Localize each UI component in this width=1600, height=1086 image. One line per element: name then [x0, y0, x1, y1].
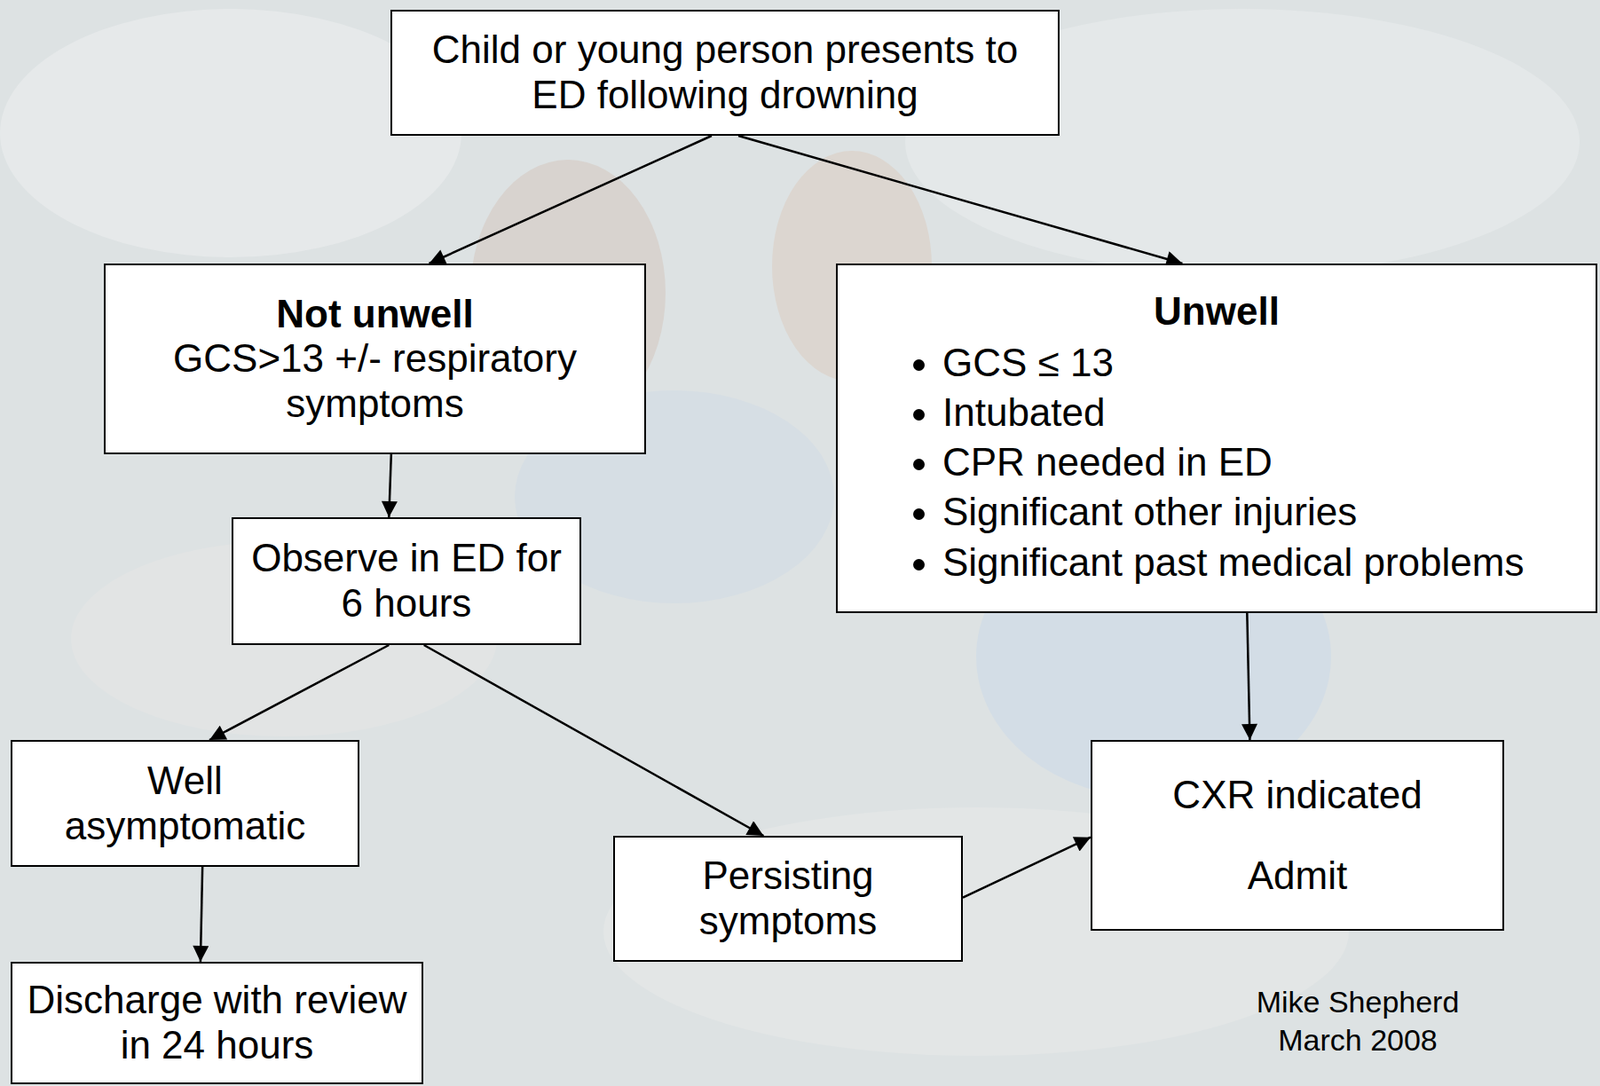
- flow-arrow: [429, 135, 712, 264]
- box-text: Persisting symptoms: [627, 853, 949, 944]
- box-heading: Not unwell: [275, 291, 473, 338]
- box-text: Well asymptomatic: [24, 758, 346, 849]
- start-box: Child or young person presents to ED fol…: [390, 9, 1060, 136]
- box-text: Observe in ED for 6 hours: [245, 535, 568, 626]
- flow-arrow: [962, 837, 1091, 899]
- box-text: Discharge with review in 24 hours: [24, 977, 410, 1068]
- box-text: Child or young person presents to ED fol…: [404, 27, 1046, 118]
- bullet-list: GCS ≤ 13IntubatedCPR needed in EDSignifi…: [850, 338, 1584, 589]
- bullet-item: CPR needed in ED: [942, 437, 1584, 488]
- action-box: CXR indicatedAdmit: [1090, 740, 1505, 931]
- box-heading: Unwell: [1153, 289, 1280, 335]
- bullet-item: Intubated: [942, 387, 1584, 438]
- flow-arrow: [209, 645, 389, 741]
- bullet-item: Significant other injuries: [942, 487, 1584, 537]
- flow-arrow: [424, 645, 765, 836]
- action-box: Discharge with review in 24 hours: [10, 961, 424, 1085]
- flow-arrow: [738, 135, 1183, 264]
- outcome-box: Well asymptomatic: [10, 740, 360, 867]
- box-text: CXR indicated: [1172, 772, 1422, 819]
- flow-arrow: [388, 454, 392, 518]
- author-credit: March 2008: [1224, 1023, 1491, 1058]
- bullet-item: GCS ≤ 13: [942, 338, 1584, 388]
- box-text: GCS>13 +/- respiratory symptoms: [118, 336, 632, 426]
- flow-arrow: [1246, 613, 1250, 741]
- flow-arrow: [200, 866, 203, 962]
- outcome-box: Persisting symptoms: [613, 835, 963, 962]
- category-box: UnwellGCS ≤ 13IntubatedCPR needed in EDS…: [835, 263, 1598, 614]
- bullet-item: Significant past medical problems: [942, 537, 1584, 588]
- box-text: Admit: [1247, 853, 1348, 899]
- category-box: Not unwellGCS>13 +/- respiratory symptom…: [103, 263, 647, 455]
- author-credit: Mike Shepherd: [1224, 985, 1491, 1020]
- process-box: Observe in ED for 6 hours: [231, 517, 582, 646]
